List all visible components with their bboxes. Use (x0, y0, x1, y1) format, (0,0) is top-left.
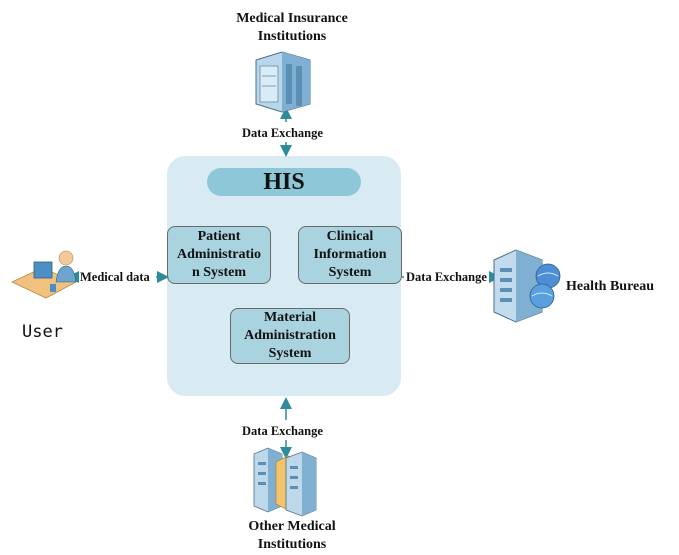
user-computer-icon (11, 250, 77, 299)
medical-insurance-label: Medical Insurance Institutions (236, 11, 348, 44)
insurance-building-icon (255, 51, 311, 113)
his-title: HIS (207, 168, 361, 196)
health-bureau-server-icon (493, 249, 561, 323)
patient-administration-module[interactable]: Patient Administratio n System (167, 226, 271, 284)
clinical-module-label: Clinical Information System (313, 229, 387, 280)
edge-label-bottom: Data Exchange (242, 424, 323, 438)
user-label: User (22, 322, 63, 342)
clinical-information-module[interactable]: Clinical Information System (298, 226, 402, 284)
other-medical-label: Other Medical Institutions (248, 519, 336, 552)
other-institutions-servers-icon (253, 447, 317, 517)
edge-label-right: Data Exchange (406, 270, 487, 284)
material-administration-module[interactable]: Material Administration System (230, 308, 350, 364)
edge-label-left: Medical data (80, 270, 150, 284)
edge-label-top: Data Exchange (242, 126, 323, 140)
patient-module-label: Patient Administratio n System (177, 229, 261, 280)
health-bureau-label: Health Bureau (566, 279, 655, 294)
material-module-label: Material Administration System (244, 310, 336, 361)
